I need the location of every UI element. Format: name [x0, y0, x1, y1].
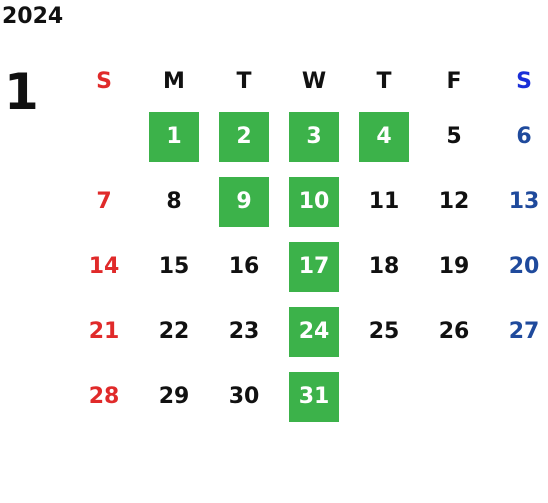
- day-cell[interactable]: 12: [419, 169, 489, 234]
- day-cell[interactable]: 1: [139, 104, 209, 169]
- year-label: 2024: [2, 4, 64, 29]
- day-number: 10: [289, 176, 339, 227]
- empty-day-cell: [349, 429, 419, 494]
- weekday-header: T: [376, 68, 392, 94]
- day-number: 28: [88, 384, 120, 409]
- day-cell[interactable]: 13: [489, 169, 548, 234]
- day-number: 22: [158, 319, 190, 344]
- day-number: 4: [359, 111, 409, 162]
- month-number: 1: [4, 63, 39, 121]
- day-cell[interactable]: 18: [349, 234, 419, 299]
- day-number: 9: [219, 176, 269, 227]
- day-cell[interactable]: 23: [209, 299, 279, 364]
- day-number: 19: [438, 254, 470, 279]
- day-cell[interactable]: 7: [69, 169, 139, 234]
- empty-day-cell: [139, 429, 209, 494]
- day-cell[interactable]: 29: [139, 364, 209, 429]
- day-number: 7: [96, 189, 112, 214]
- day-number: 11: [368, 189, 400, 214]
- day-number: [79, 437, 129, 487]
- day-number: [359, 372, 409, 422]
- day-number: 18: [368, 254, 400, 279]
- day-number: 27: [508, 319, 540, 344]
- day-number: 1: [149, 111, 199, 162]
- day-number: [149, 437, 199, 487]
- empty-day-cell: [419, 364, 489, 429]
- empty-day-cell: [279, 429, 349, 494]
- day-cell[interactable]: 11: [349, 169, 419, 234]
- day-number: [289, 437, 339, 487]
- day-cell[interactable]: 24: [279, 299, 349, 364]
- day-number: 25: [368, 319, 400, 344]
- day-cell[interactable]: 30: [209, 364, 279, 429]
- day-number: 13: [508, 189, 540, 214]
- day-number: 20: [508, 254, 540, 279]
- day-cell[interactable]: 9: [209, 169, 279, 234]
- day-cell[interactable]: 10: [279, 169, 349, 234]
- day-number: 3: [289, 111, 339, 162]
- day-cell[interactable]: 5: [419, 104, 489, 169]
- day-number: 6: [516, 124, 532, 149]
- weekday-header: F: [446, 68, 462, 94]
- day-cell[interactable]: 14: [69, 234, 139, 299]
- day-number: 24: [289, 306, 339, 357]
- weekday-header: M: [163, 68, 185, 94]
- day-number: [429, 372, 479, 422]
- empty-day-cell: [209, 429, 279, 494]
- day-number: 30: [228, 384, 260, 409]
- day-number: 2: [219, 111, 269, 162]
- day-cell[interactable]: 22: [139, 299, 209, 364]
- day-cell[interactable]: 8: [139, 169, 209, 234]
- day-number: 12: [438, 189, 470, 214]
- day-number: 8: [166, 189, 182, 214]
- weekday-header: W: [301, 68, 327, 94]
- day-number: 26: [438, 319, 470, 344]
- weekday-header: S: [96, 68, 112, 94]
- weekday-header: S: [516, 68, 532, 94]
- day-number: 29: [158, 384, 190, 409]
- day-cell[interactable]: 16: [209, 234, 279, 299]
- day-cell[interactable]: 6: [489, 104, 548, 169]
- day-number: 31: [289, 371, 339, 422]
- day-cell[interactable]: 27: [489, 299, 548, 364]
- day-cell[interactable]: 19: [419, 234, 489, 299]
- day-cell[interactable]: 28: [69, 364, 139, 429]
- day-cell[interactable]: 26: [419, 299, 489, 364]
- day-cell[interactable]: 31: [279, 364, 349, 429]
- empty-day-cell: [419, 429, 489, 494]
- day-number: [499, 372, 548, 422]
- day-number: 16: [228, 254, 260, 279]
- day-cell[interactable]: 21: [69, 299, 139, 364]
- day-cell[interactable]: 2: [209, 104, 279, 169]
- day-cell[interactable]: 17: [279, 234, 349, 299]
- empty-day-cell: [489, 364, 548, 429]
- day-number: [499, 437, 548, 487]
- day-number: 23: [228, 319, 260, 344]
- day-number: 21: [88, 319, 120, 344]
- day-number: [219, 437, 269, 487]
- weekday-header: T: [236, 68, 252, 94]
- empty-day-cell: [349, 364, 419, 429]
- day-number: 5: [446, 124, 462, 149]
- day-number: [429, 437, 479, 487]
- day-cell[interactable]: 25: [349, 299, 419, 364]
- day-number: [79, 112, 129, 162]
- day-number: [359, 437, 409, 487]
- empty-day-cell: [489, 429, 548, 494]
- day-number: 14: [88, 254, 120, 279]
- empty-day-cell: [69, 429, 139, 494]
- empty-day-cell: [69, 104, 139, 169]
- day-number: 17: [289, 241, 339, 292]
- day-cell[interactable]: 4: [349, 104, 419, 169]
- day-cell[interactable]: 3: [279, 104, 349, 169]
- day-cell[interactable]: 15: [139, 234, 209, 299]
- day-number: 15: [158, 254, 190, 279]
- day-cell[interactable]: 20: [489, 234, 548, 299]
